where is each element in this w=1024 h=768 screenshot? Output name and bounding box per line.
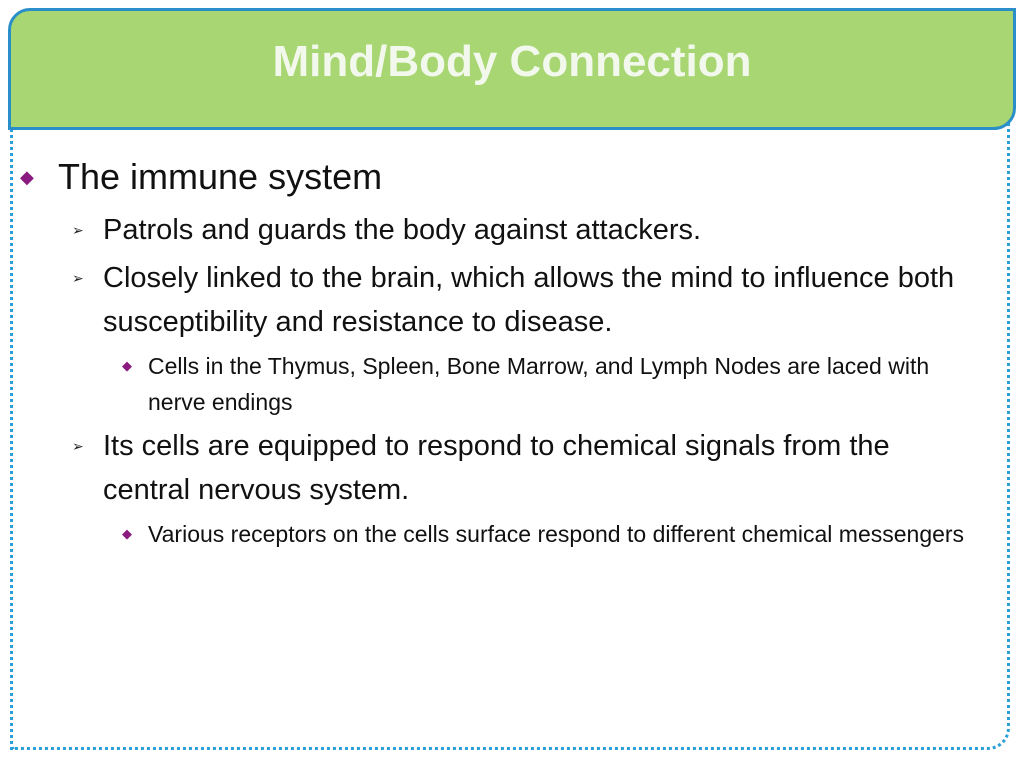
- bullet-text: Patrols and guards the body against atta…: [103, 214, 702, 246]
- bullet-item: ➢ Its cells are equipped to respond to c…: [0, 424, 1024, 512]
- slide-title: Mind/Body Connection: [272, 37, 752, 86]
- diamond-bullet-icon: ◆: [122, 526, 132, 541]
- arrow-bullet-icon: ➢: [72, 270, 84, 286]
- bullet-text: Closely linked to the brain, which allow…: [103, 262, 955, 338]
- bullet-text: Cells in the Thymus, Spleen, Bone Marrow…: [148, 353, 930, 415]
- arrow-bullet-icon: ➢: [72, 222, 84, 238]
- diamond-bullet-icon: ◆: [20, 167, 34, 187]
- bullet-text: Various receptors on the cells surface r…: [148, 521, 965, 547]
- bullet-text: Its cells are equipped to respond to che…: [103, 430, 890, 506]
- bullet-text: The immune system: [58, 156, 383, 197]
- bullet-item: ➢ Patrols and guards the body against at…: [0, 208, 1024, 252]
- bullet-item: ◆ The immune system: [0, 150, 1024, 204]
- bullet-item: ◆ Various receptors on the cells surface…: [0, 516, 1024, 552]
- bullet-item: ◆ Cells in the Thymus, Spleen, Bone Marr…: [0, 348, 1024, 420]
- diamond-bullet-icon: ◆: [122, 358, 132, 373]
- title-bar: Mind/Body Connection: [8, 8, 1016, 130]
- arrow-bullet-icon: ➢: [72, 438, 84, 454]
- bullet-item: ➢ Closely linked to the brain, which all…: [0, 256, 1024, 344]
- bullet-list: ◆ The immune system ➢ Patrols and guards…: [0, 150, 1024, 552]
